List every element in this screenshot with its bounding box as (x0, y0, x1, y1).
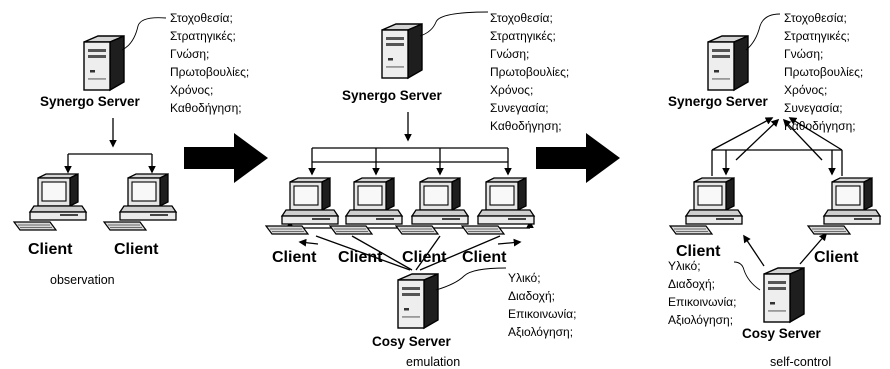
client-computer-icon (265, 177, 339, 235)
note-line: Πρωτοβουλίες; (170, 65, 249, 79)
synergo-server-label: Synergo Server (668, 94, 769, 109)
note-line: Καθοδήγηση; (490, 119, 562, 133)
client-label: Client (28, 241, 73, 258)
note-line: Καθοδήγηση; (784, 119, 856, 133)
notes-leader-line (121, 17, 167, 51)
panel-emulation: Στοχοθεσία; Στρατηγικές; Γνώση; Πρωτοβου… (265, 11, 580, 369)
cosy-server-label: Cosy Server (742, 326, 822, 341)
note-line: Υλικό; (508, 271, 541, 285)
note-line: Πρωτοβουλίες; (784, 65, 863, 79)
client-computer-icon (807, 177, 881, 235)
note-line: Χρόνος; (784, 83, 827, 97)
panel-observation: Στοχοθεσία; Στρατηγικές; Γνώση; Πρωτοβου… (13, 11, 253, 287)
panel-self-control: Στοχοθεσία; Στρατηγικές; Γνώση; Πρωτοβου… (668, 11, 881, 369)
synergo-server-label: Synergo Server (342, 88, 443, 103)
synergo-server-icon (381, 23, 423, 79)
server-notes: Στοχοθεσία; Στρατηγικές; Γνώση; Πρωτοβου… (490, 11, 573, 133)
client-computer-icon (669, 177, 743, 235)
cosy-server-icon (397, 273, 439, 329)
cosy-server-icon (763, 267, 805, 323)
notes-leader-line (419, 11, 489, 37)
note-line: Στοχοθεσία; (490, 11, 553, 25)
note-line: Επικοινωνία; (508, 307, 576, 321)
note-line: Αξιολόγηση; (668, 313, 733, 327)
cosy-server-label: Cosy Server (372, 334, 452, 349)
note-line: Γνώση; (784, 47, 823, 61)
client-label: Client (814, 249, 859, 266)
notes-leader-line (435, 267, 507, 291)
note-line: Χρόνος; (170, 83, 213, 97)
note-line: Υλικό; (668, 259, 701, 273)
notes-leader-line (733, 261, 761, 291)
note-line: Γνώση; (490, 47, 529, 61)
client-label: Client (114, 241, 159, 258)
cosy-notes: Υλικό; Διαδοχή; Επικοινωνία; Αξιολόγηση; (668, 259, 740, 327)
transition-arrow-icon (184, 133, 268, 183)
server-notes: Στοχοθεσία; Στρατηγικές; Γνώση; Πρωτοβου… (170, 11, 253, 115)
client-label: Client (676, 243, 721, 260)
note-line: Συνεγασία; (784, 101, 843, 115)
cosy-notes: Υλικό; Διαδοχή; Επικοινωνία; Αξιολόγηση; (508, 271, 580, 339)
note-line: Στρατηγικές; (170, 29, 236, 43)
note-line: Διαδοχή; (668, 277, 715, 291)
network-links (711, 117, 843, 267)
client-label: Client (462, 249, 507, 266)
client-computer-icon (329, 177, 403, 235)
note-line: Διαδοχή; (508, 289, 555, 303)
notes-leader-line (745, 13, 781, 51)
note-line: Στοχοθεσία; (784, 11, 847, 25)
client-computer-icon (13, 173, 87, 231)
synergo-server-icon (707, 35, 749, 91)
network-links (64, 118, 156, 174)
client-label: Client (338, 249, 383, 266)
note-line: Στοχοθεσία; (170, 11, 233, 25)
stage-caption: emulation (406, 355, 460, 369)
server-notes: Στοχοθεσία; Στρατηγικές; Γνώση; Πρωτοβου… (784, 11, 867, 133)
note-line: Συνεγασία; (490, 101, 549, 115)
client-label: Client (402, 249, 447, 266)
synergo-server-icon (83, 35, 125, 91)
note-line: Χρόνος; (490, 83, 533, 97)
stage-caption: observation (50, 273, 115, 287)
client-computer-icon (395, 177, 469, 235)
client-label: Client (272, 249, 317, 266)
note-line: Πρωτοβουλίες; (490, 65, 569, 79)
client-computer-icon (103, 173, 177, 231)
note-line: Αξιολόγηση; (508, 325, 573, 339)
note-line: Καθοδήγηση; (170, 101, 242, 115)
note-line: Στρατηγικές; (784, 29, 850, 43)
synergo-server-label: Synergo Server (40, 94, 141, 109)
stage-caption: self-control (770, 355, 831, 369)
note-line: Επικοινωνία; (668, 295, 736, 309)
note-line: Στρατηγικές; (490, 29, 556, 43)
client-computer-icon (461, 177, 535, 235)
transition-arrow-icon (536, 133, 620, 183)
note-line: Γνώση; (170, 47, 209, 61)
